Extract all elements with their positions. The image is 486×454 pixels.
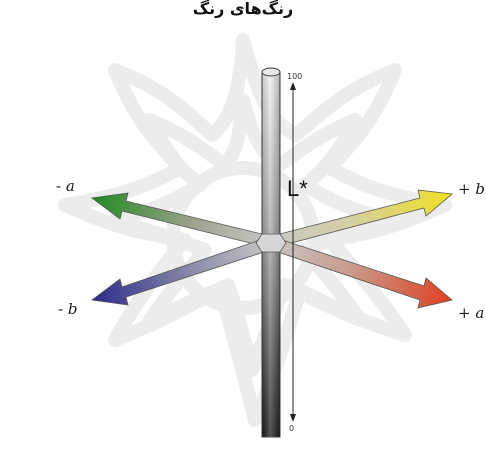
neg-a-axis-label: - a: [56, 177, 75, 195]
pos-a-axis-label: + a: [458, 304, 484, 322]
watermark-rosette: [65, 40, 445, 420]
top-caption: رنگ‌های رنگ: [193, 0, 294, 18]
neg-b-axis-label: - b: [58, 300, 77, 318]
pos-b-axis-label: + b: [458, 180, 485, 198]
lightness-min-value: 0: [289, 424, 294, 433]
axis-intersection: [256, 234, 286, 252]
lightness-max-value: 100: [287, 72, 302, 81]
lightness-axis-column: [262, 68, 280, 437]
lightness-axis-label: L*: [287, 176, 308, 201]
